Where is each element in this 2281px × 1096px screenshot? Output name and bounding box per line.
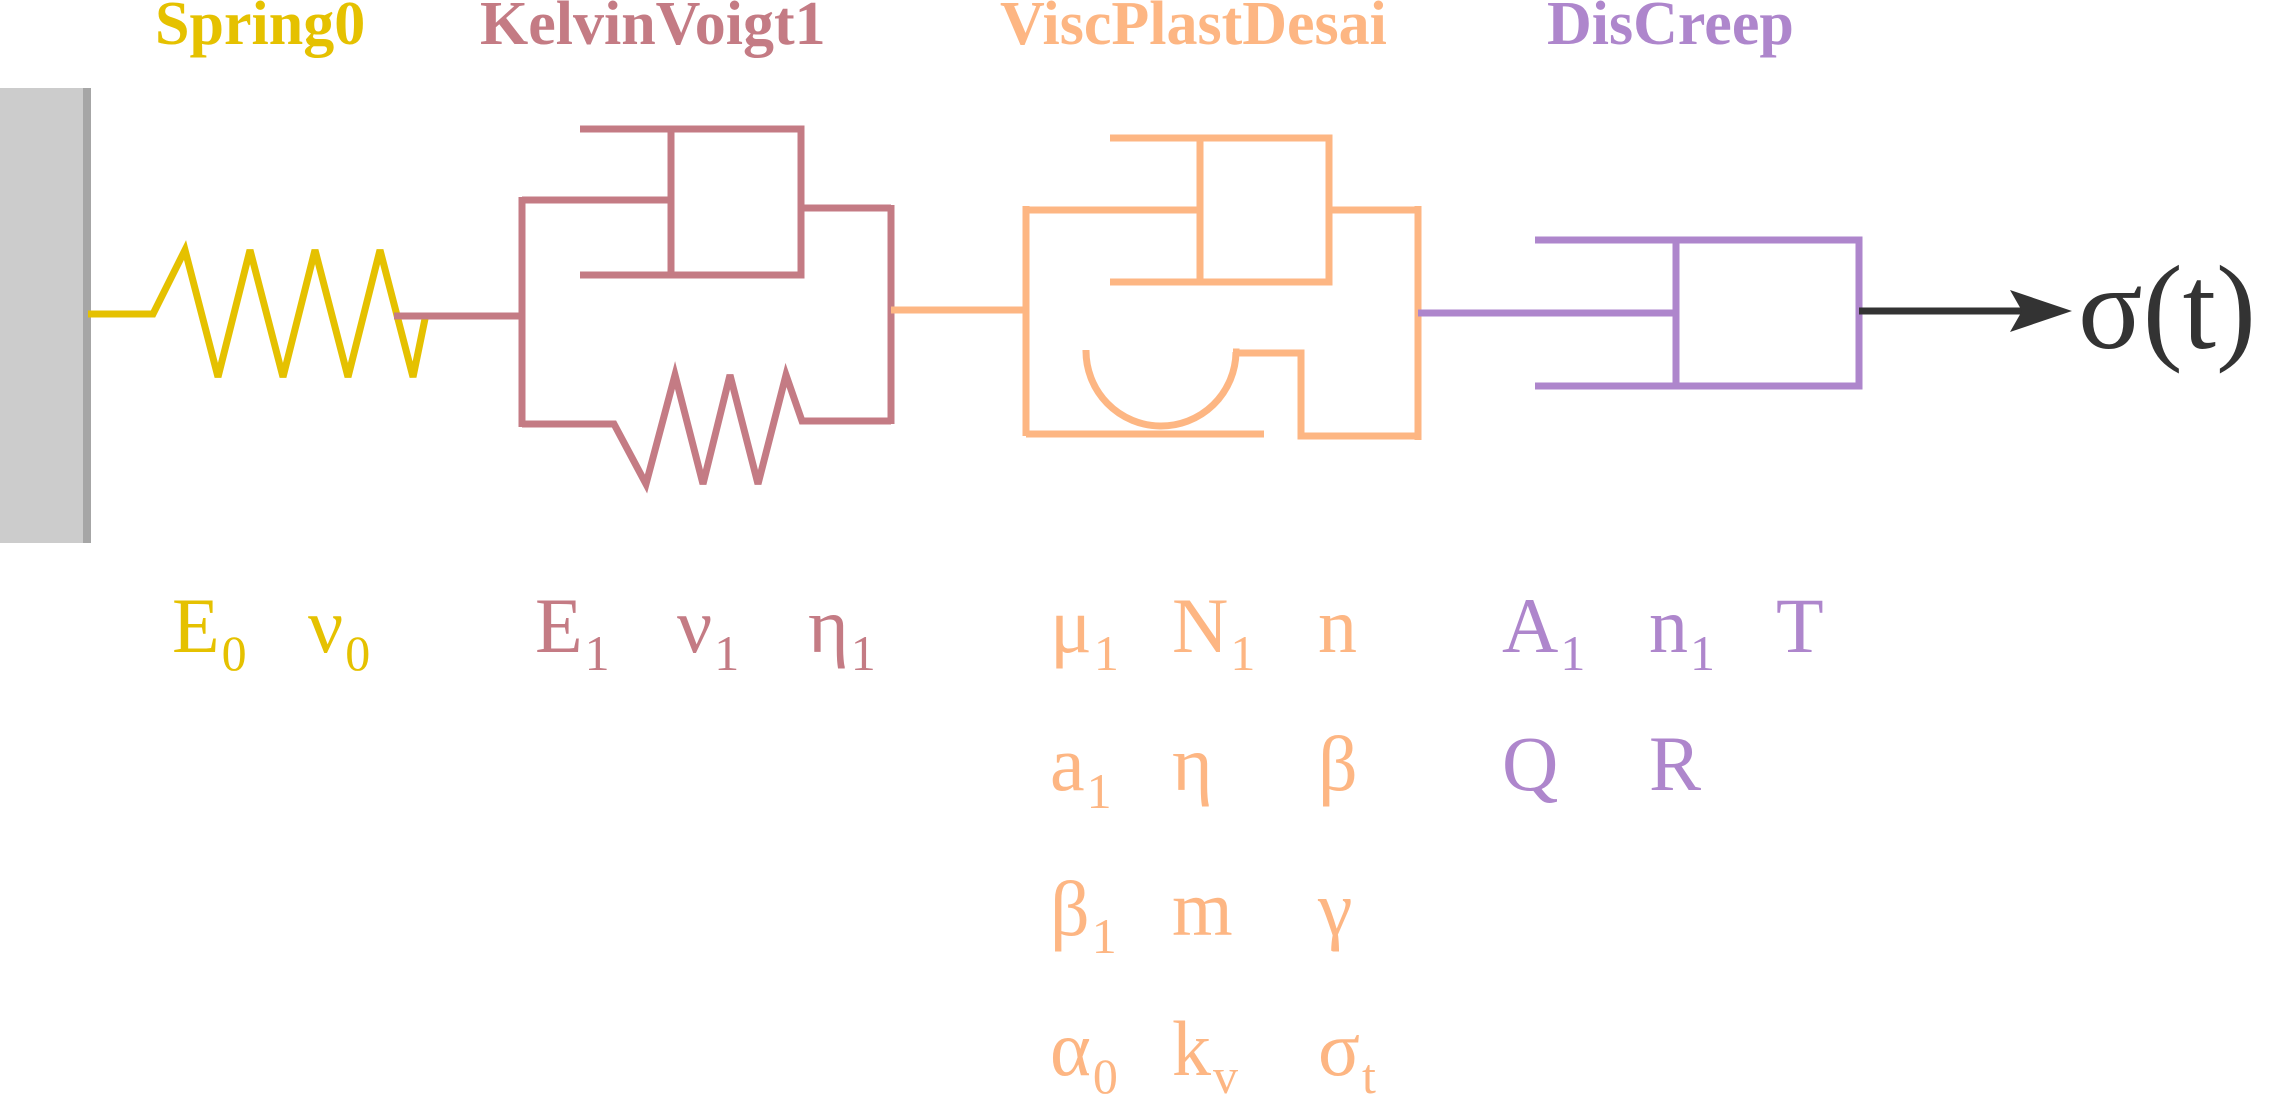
kelvin-param-2: η1 <box>808 582 876 681</box>
creep-param-1: n1 <box>1649 582 1715 681</box>
spring0-param-0: E0 <box>172 582 247 681</box>
kelvin-voigt1-element <box>394 125 895 494</box>
fixed-wall-edge <box>83 88 91 543</box>
output-stress-label: σ(t) <box>2078 241 2256 374</box>
visc-plast-desai-title: ViscPlastDesai <box>1000 0 1387 58</box>
creep-param-4: R <box>1649 720 1701 807</box>
visc-param-1: N1 <box>1172 582 1255 681</box>
dis-creep-title: DisCreep <box>1547 0 1794 58</box>
kelvin-dashpot <box>522 125 891 279</box>
spring0-param-1: ν0 <box>308 582 370 681</box>
visc-plast-desai-element <box>891 134 1422 440</box>
visc-param-11: σt <box>1318 1005 1376 1096</box>
visc-param-5: β <box>1318 720 1358 807</box>
visc-param-2: n <box>1318 582 1357 669</box>
dis-creep-element <box>1418 236 1863 390</box>
visc-dashpot <box>1026 134 1418 286</box>
output-arrow <box>1859 290 2072 332</box>
fixed-wall <box>0 88 88 543</box>
creep-param-3: Q <box>1502 720 1558 807</box>
creep-param-2: T <box>1776 582 1824 669</box>
kelvin-param-1: ν1 <box>677 582 739 681</box>
kelvin-param-0: E1 <box>535 582 610 681</box>
visc-param-0: μ1 <box>1050 582 1119 681</box>
spring0-title: Spring0 <box>155 0 365 58</box>
visc-plastic-slider <box>1026 348 1418 440</box>
visc-param-9: α0 <box>1050 1005 1118 1096</box>
visc-param-10: kv <box>1172 1005 1238 1096</box>
visc-param-7: m <box>1172 865 1233 952</box>
visc-param-8: γ <box>1317 865 1352 952</box>
output-arrow-head <box>2010 290 2072 332</box>
creep-param-0: A1 <box>1502 582 1585 681</box>
spring0-element <box>88 240 430 378</box>
visc-param-4: η <box>1172 720 1213 807</box>
kelvin-spring <box>522 361 891 494</box>
spring0-spring <box>88 240 430 378</box>
visc-param-6: β1 <box>1050 865 1117 964</box>
visc-param-3: a1 <box>1050 720 1112 819</box>
kelvin-voigt1-title: KelvinVoigt1 <box>480 0 826 58</box>
